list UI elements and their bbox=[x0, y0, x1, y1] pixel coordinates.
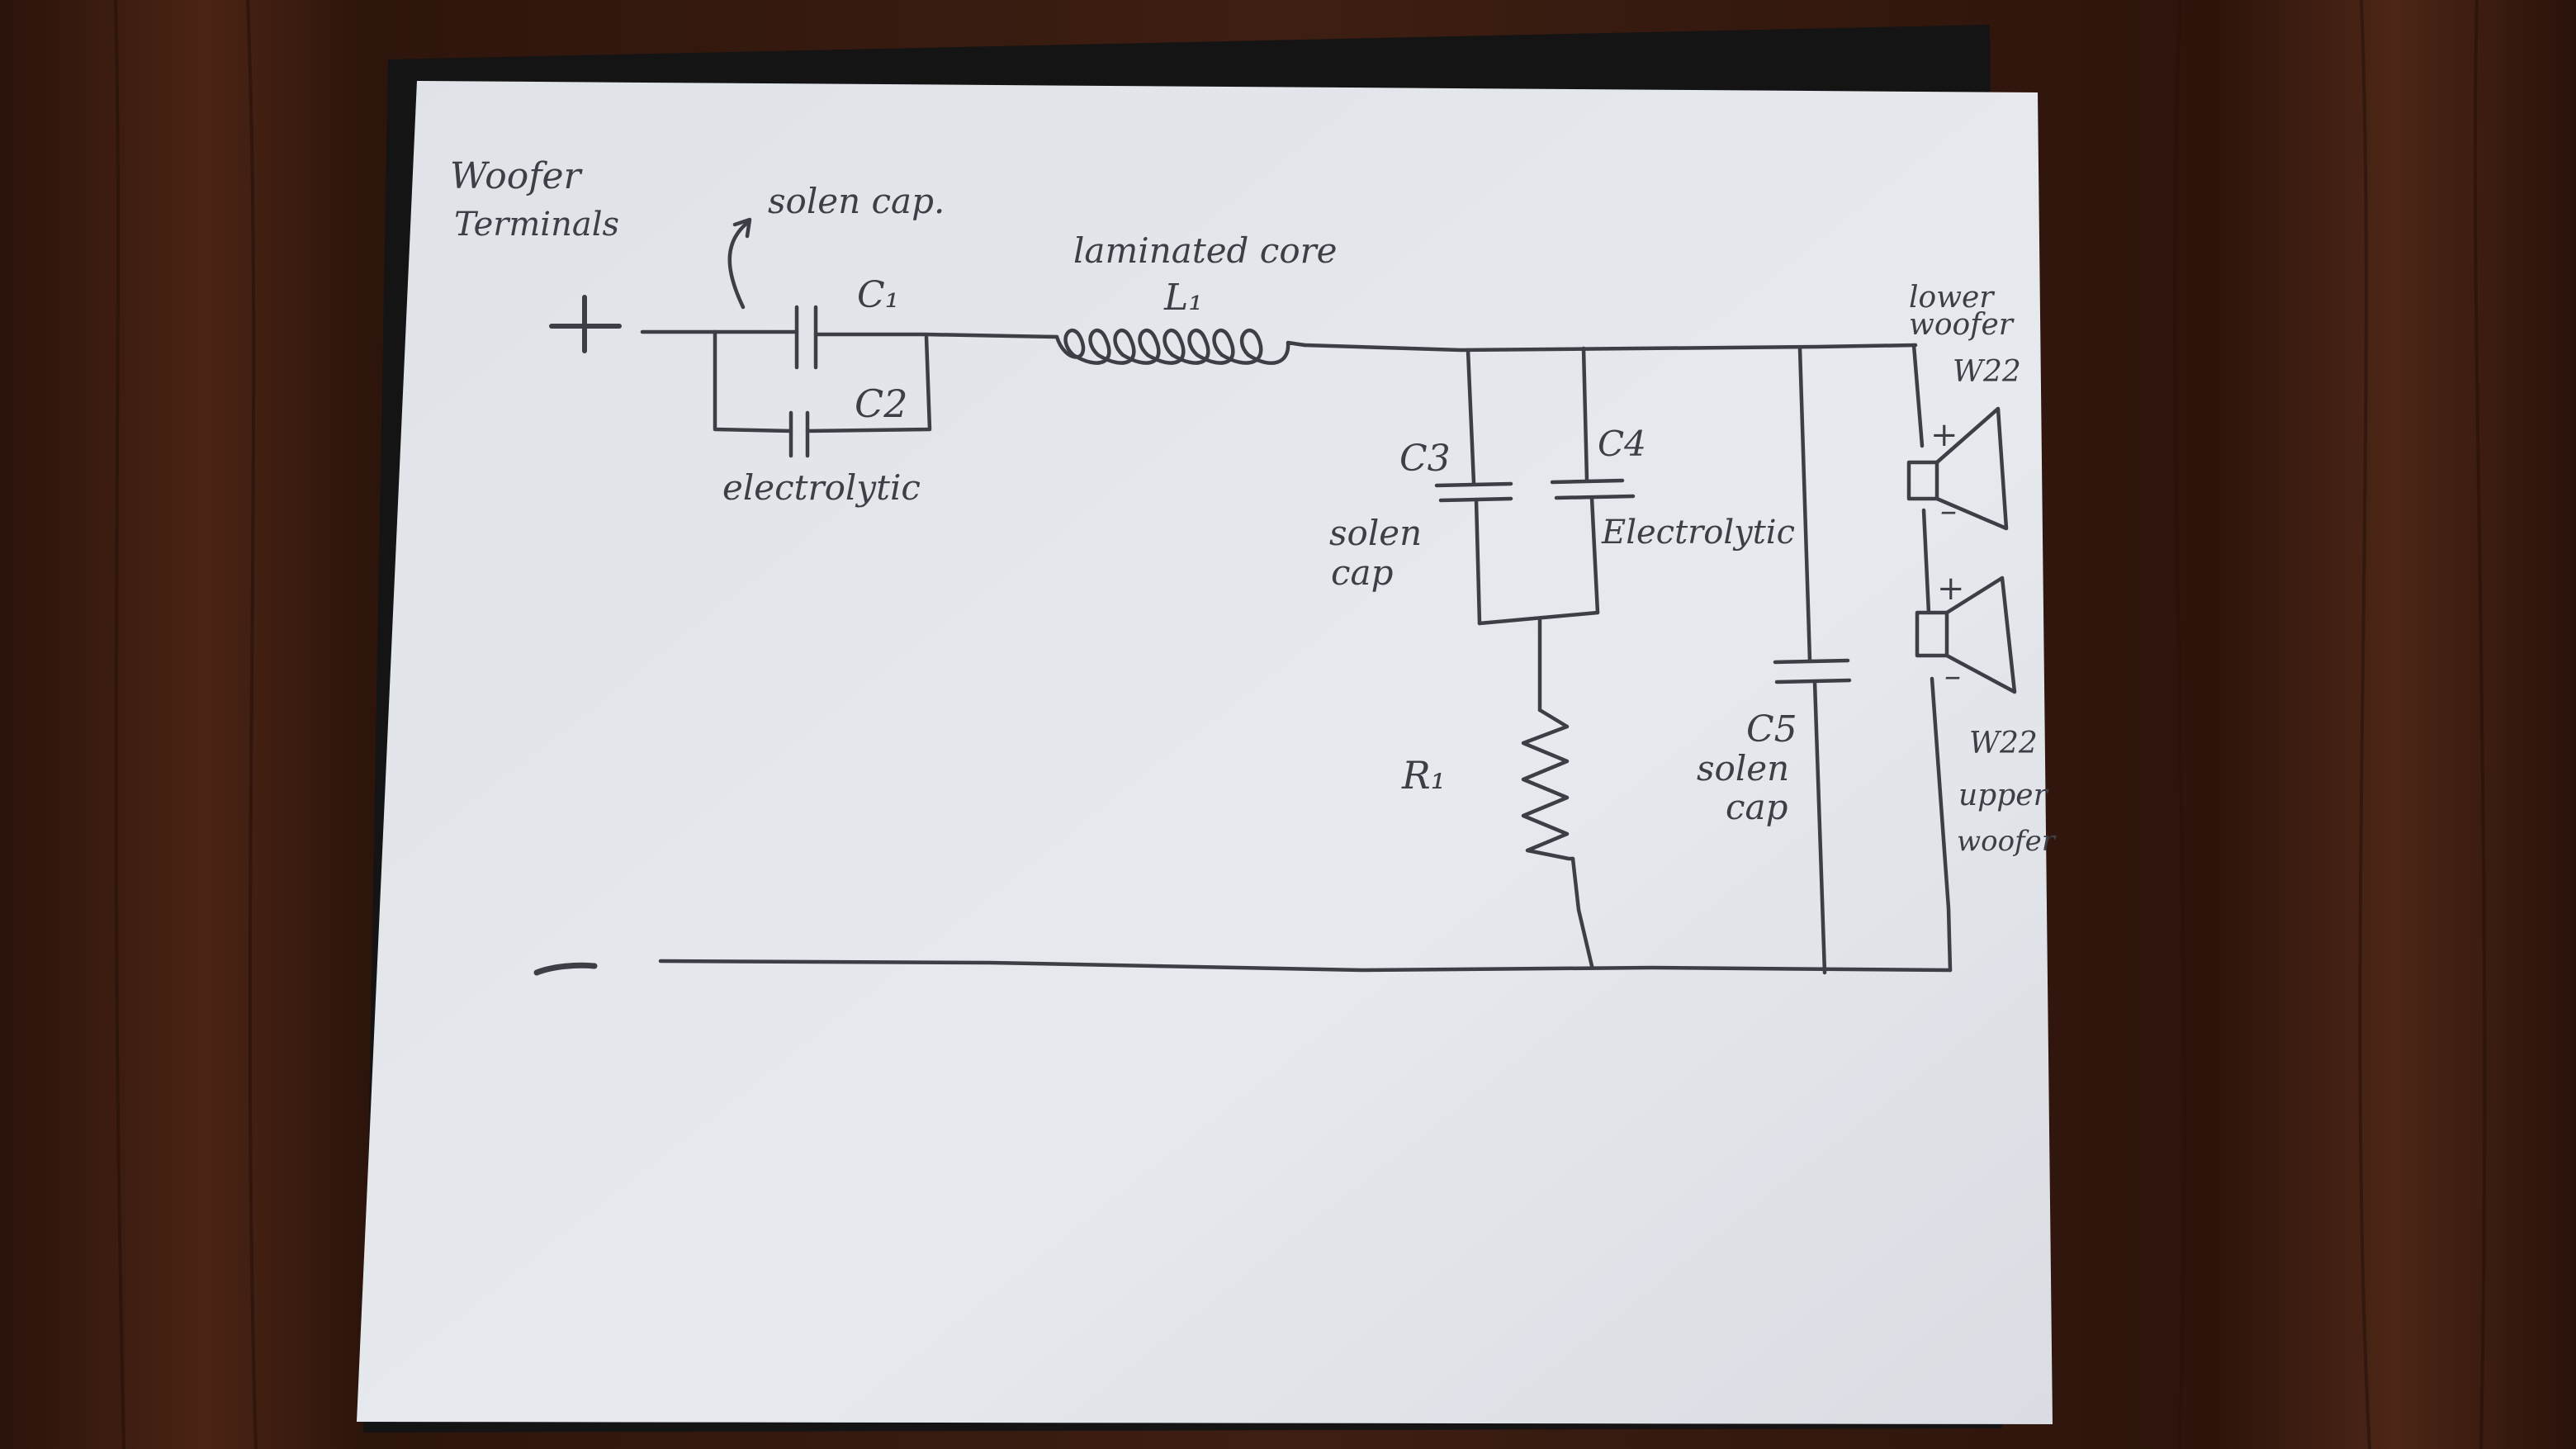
label-solen-c5: solen bbox=[1697, 748, 1789, 788]
label-lower-woofer: woofer bbox=[1909, 308, 2015, 342]
label-upper: upper bbox=[1958, 779, 2049, 812]
wire-c3-branch bbox=[1466, 348, 1476, 485]
resistor-r1 bbox=[1521, 708, 1575, 861]
label-electrolytic-c4: Electrolytic bbox=[1601, 514, 1795, 552]
label-c5: C5 bbox=[1746, 708, 1797, 751]
label-solen-c3: solen bbox=[1329, 513, 1422, 553]
wire-c4-branch bbox=[1581, 346, 1589, 483]
label-lower: lower bbox=[1909, 281, 1995, 315]
label-cap-c3: cap bbox=[1331, 552, 1393, 593]
circuit-wiring bbox=[533, 217, 1953, 976]
wire-c3-down bbox=[1474, 498, 1482, 626]
wire-right-rail bbox=[1911, 343, 1925, 448]
label-spk-minus-lower: – bbox=[1940, 492, 1957, 530]
labels: Woofer Terminals solen cap. C₁ C2 electr… bbox=[450, 155, 2057, 858]
wire-speaker-return bbox=[1930, 676, 1953, 973]
minus-terminal-mark bbox=[533, 962, 598, 976]
label-laminated-core: laminated core bbox=[1073, 230, 1338, 271]
label-l1: L₁ bbox=[1163, 277, 1203, 319]
label-terminals: Terminals bbox=[454, 206, 619, 244]
label-electrolytic-c2: electrolytic bbox=[722, 467, 921, 508]
wire-r1-down bbox=[1570, 856, 1594, 968]
wire-c1-to-l1 bbox=[813, 332, 1059, 339]
inductor-l1 bbox=[1054, 328, 1307, 365]
capacitor-c4-plate-b bbox=[1554, 494, 1636, 500]
wire-c5-branch bbox=[1797, 346, 1812, 663]
wood-grain bbox=[114, 0, 2487, 1449]
speaker-lower-icon bbox=[1906, 406, 2009, 531]
wire-c2-loop-right bbox=[805, 334, 932, 433]
label-c4: C4 bbox=[1598, 424, 1646, 464]
label-spk-plus-lower: + bbox=[1930, 416, 1958, 454]
label-solen-cap-note: solen cap. bbox=[768, 181, 945, 221]
label-spk-minus-upper: – bbox=[1944, 657, 1961, 695]
wire-top-rail bbox=[1302, 343, 1918, 353]
capacitor-c4-plate-a bbox=[1550, 478, 1625, 485]
speaker-upper-icon bbox=[1915, 575, 2017, 694]
wire-c4-down bbox=[1589, 495, 1600, 615]
label-w22-upper: W22 bbox=[1969, 727, 2038, 760]
label-cap-c5: cap bbox=[1726, 787, 1788, 827]
label-r1: R₁ bbox=[1401, 753, 1446, 798]
wire-bottom-rail bbox=[658, 959, 1953, 973]
label-c1: C₁ bbox=[857, 274, 899, 316]
label-woofer: Woofer bbox=[450, 155, 584, 197]
label-spk-plus-upper: + bbox=[1937, 570, 1965, 608]
note-arrow bbox=[727, 220, 750, 310]
label-w22-lower: W22 bbox=[1953, 355, 2021, 389]
wire-c2-loop-left bbox=[713, 329, 793, 433]
paper-sheet bbox=[357, 81, 2053, 1424]
label-c2: C2 bbox=[855, 381, 907, 426]
capacitor-c5-plate-a bbox=[1773, 658, 1850, 665]
label-c3: C3 bbox=[1399, 438, 1451, 480]
wire-c5-down bbox=[1812, 680, 1827, 975]
wire-between-speakers bbox=[1921, 508, 1931, 615]
note-arrow-head bbox=[732, 217, 752, 239]
label-upper-woofer: woofer bbox=[1957, 825, 2057, 858]
capacitor-c3-plate-a bbox=[1434, 481, 1513, 488]
